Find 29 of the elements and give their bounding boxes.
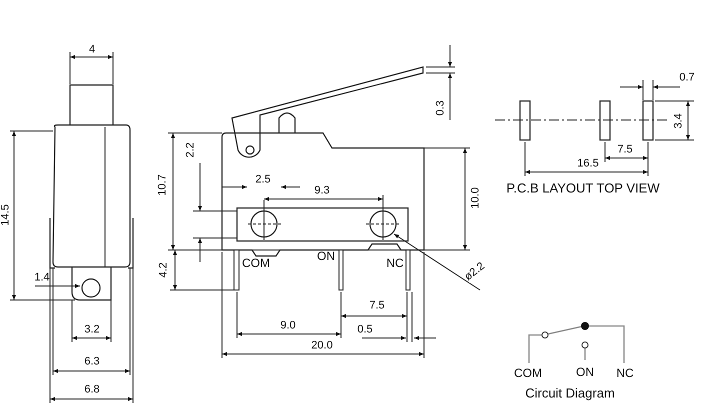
- dimension-label: 20.0: [311, 340, 333, 352]
- pin-label: ON: [317, 250, 335, 262]
- pin-label: COM: [242, 257, 270, 269]
- dimension-label: 10.7: [158, 174, 168, 196]
- dimension-label: 6.8: [84, 384, 100, 396]
- dimension-label: 3.4: [674, 113, 684, 129]
- dimension-label: 3.2: [84, 324, 100, 336]
- dimension-label: 9.0: [280, 320, 296, 332]
- dimension-label: 9.3: [314, 186, 330, 196]
- dimension-label: 0.7: [679, 72, 695, 84]
- dimension-label: 7.5: [617, 144, 633, 156]
- dimension-label: 2.2: [186, 142, 196, 158]
- dimension-label: 7.5: [369, 300, 385, 312]
- dimension-label: 4.2: [158, 262, 170, 278]
- terminal-label: ON: [576, 366, 594, 378]
- dimension-label: 0.5: [357, 324, 373, 336]
- dimension-label: 16.5: [577, 158, 599, 170]
- dimension-label: 14.5: [0, 204, 12, 226]
- dimension-label: 1.4: [34, 272, 50, 284]
- terminal-label: NC: [616, 367, 634, 379]
- terminal-label: COM: [514, 367, 542, 379]
- diagram-caption: Circuit Diagram: [525, 386, 615, 400]
- dimension-label: 4: [88, 44, 96, 56]
- dimension-label: 10.0: [470, 187, 482, 209]
- dimension-label: 0.3: [436, 100, 446, 116]
- dimension-label: 2.5: [255, 174, 271, 186]
- view-caption: P.C.B LAYOUT TOP VIEW: [506, 182, 660, 194]
- dimension-label: 6.3: [84, 356, 100, 368]
- pin-label: NC: [386, 257, 404, 269]
